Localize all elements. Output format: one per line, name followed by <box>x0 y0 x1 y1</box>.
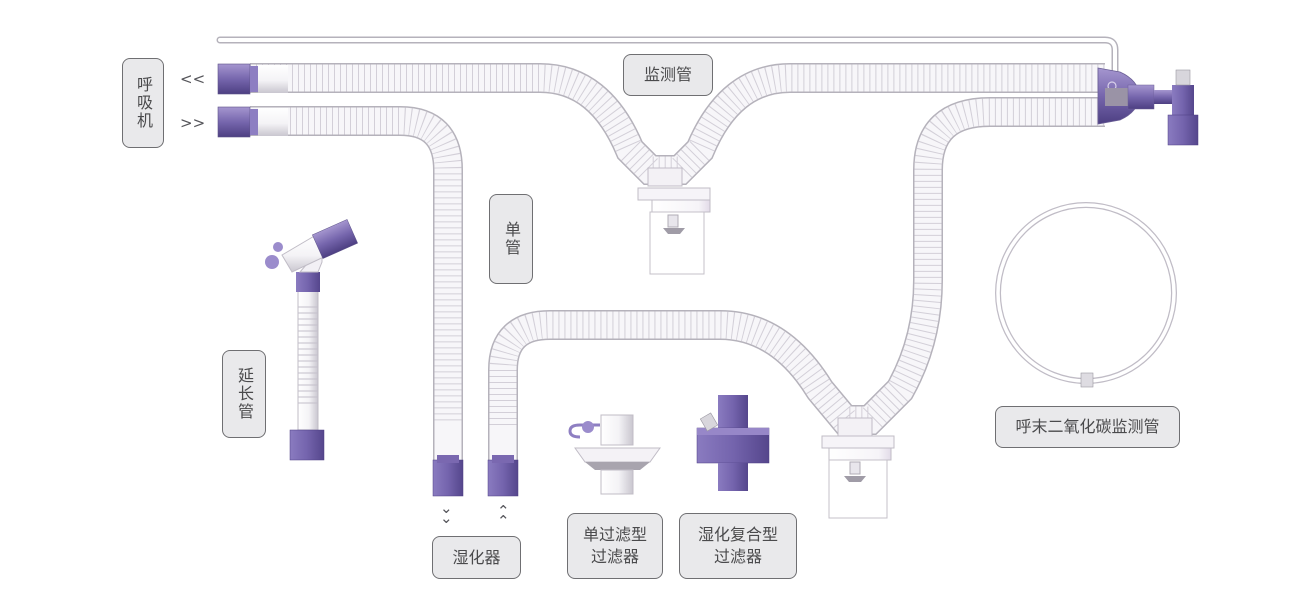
water-trap-upper <box>637 167 711 275</box>
patient-wye <box>1097 67 1199 146</box>
label-single-filter-line2: 过滤器 <box>590 547 639 566</box>
water-trap-lower <box>821 417 895 519</box>
humidifier-connector-right <box>487 455 519 497</box>
arrow-up-icon: ⌃⌃ <box>497 502 510 530</box>
single-filter <box>568 414 661 495</box>
arrow-down-icon: ⌄⌄ <box>440 499 453 527</box>
single-tube <box>250 106 463 460</box>
label-ventilator: 呼吸机 <box>122 58 164 148</box>
label-single-filter: 单过滤型 过滤器 <box>567 513 663 579</box>
label-extension-tube: 延长管 <box>222 350 266 438</box>
label-monitoring-tube: 监测管 <box>623 54 713 96</box>
hme-filter <box>696 395 770 491</box>
arrow-inspiratory-in-icon: >> <box>180 114 206 132</box>
label-single-tube: 单管 <box>489 194 533 284</box>
humidifier-connector-left <box>432 455 464 497</box>
label-humidifier: 湿化器 <box>432 536 521 579</box>
label-hme-filter-line1: 湿化复合型 <box>697 525 778 544</box>
label-single-filter-line1: 单过滤型 <box>582 525 647 544</box>
ventilator-connector-expiratory <box>217 63 288 95</box>
arrow-expiratory-out-icon: << <box>180 70 206 88</box>
ventilator-connector-inspiratory <box>217 106 288 138</box>
label-hme-filter: 湿化复合型 过滤器 <box>679 513 797 579</box>
etco2-loop <box>995 202 1177 388</box>
label-etco2-tube: 呼末二氧化碳监测管 <box>995 406 1180 448</box>
label-hme-filter-line2: 过滤器 <box>713 547 762 566</box>
extension-tube <box>265 219 358 461</box>
